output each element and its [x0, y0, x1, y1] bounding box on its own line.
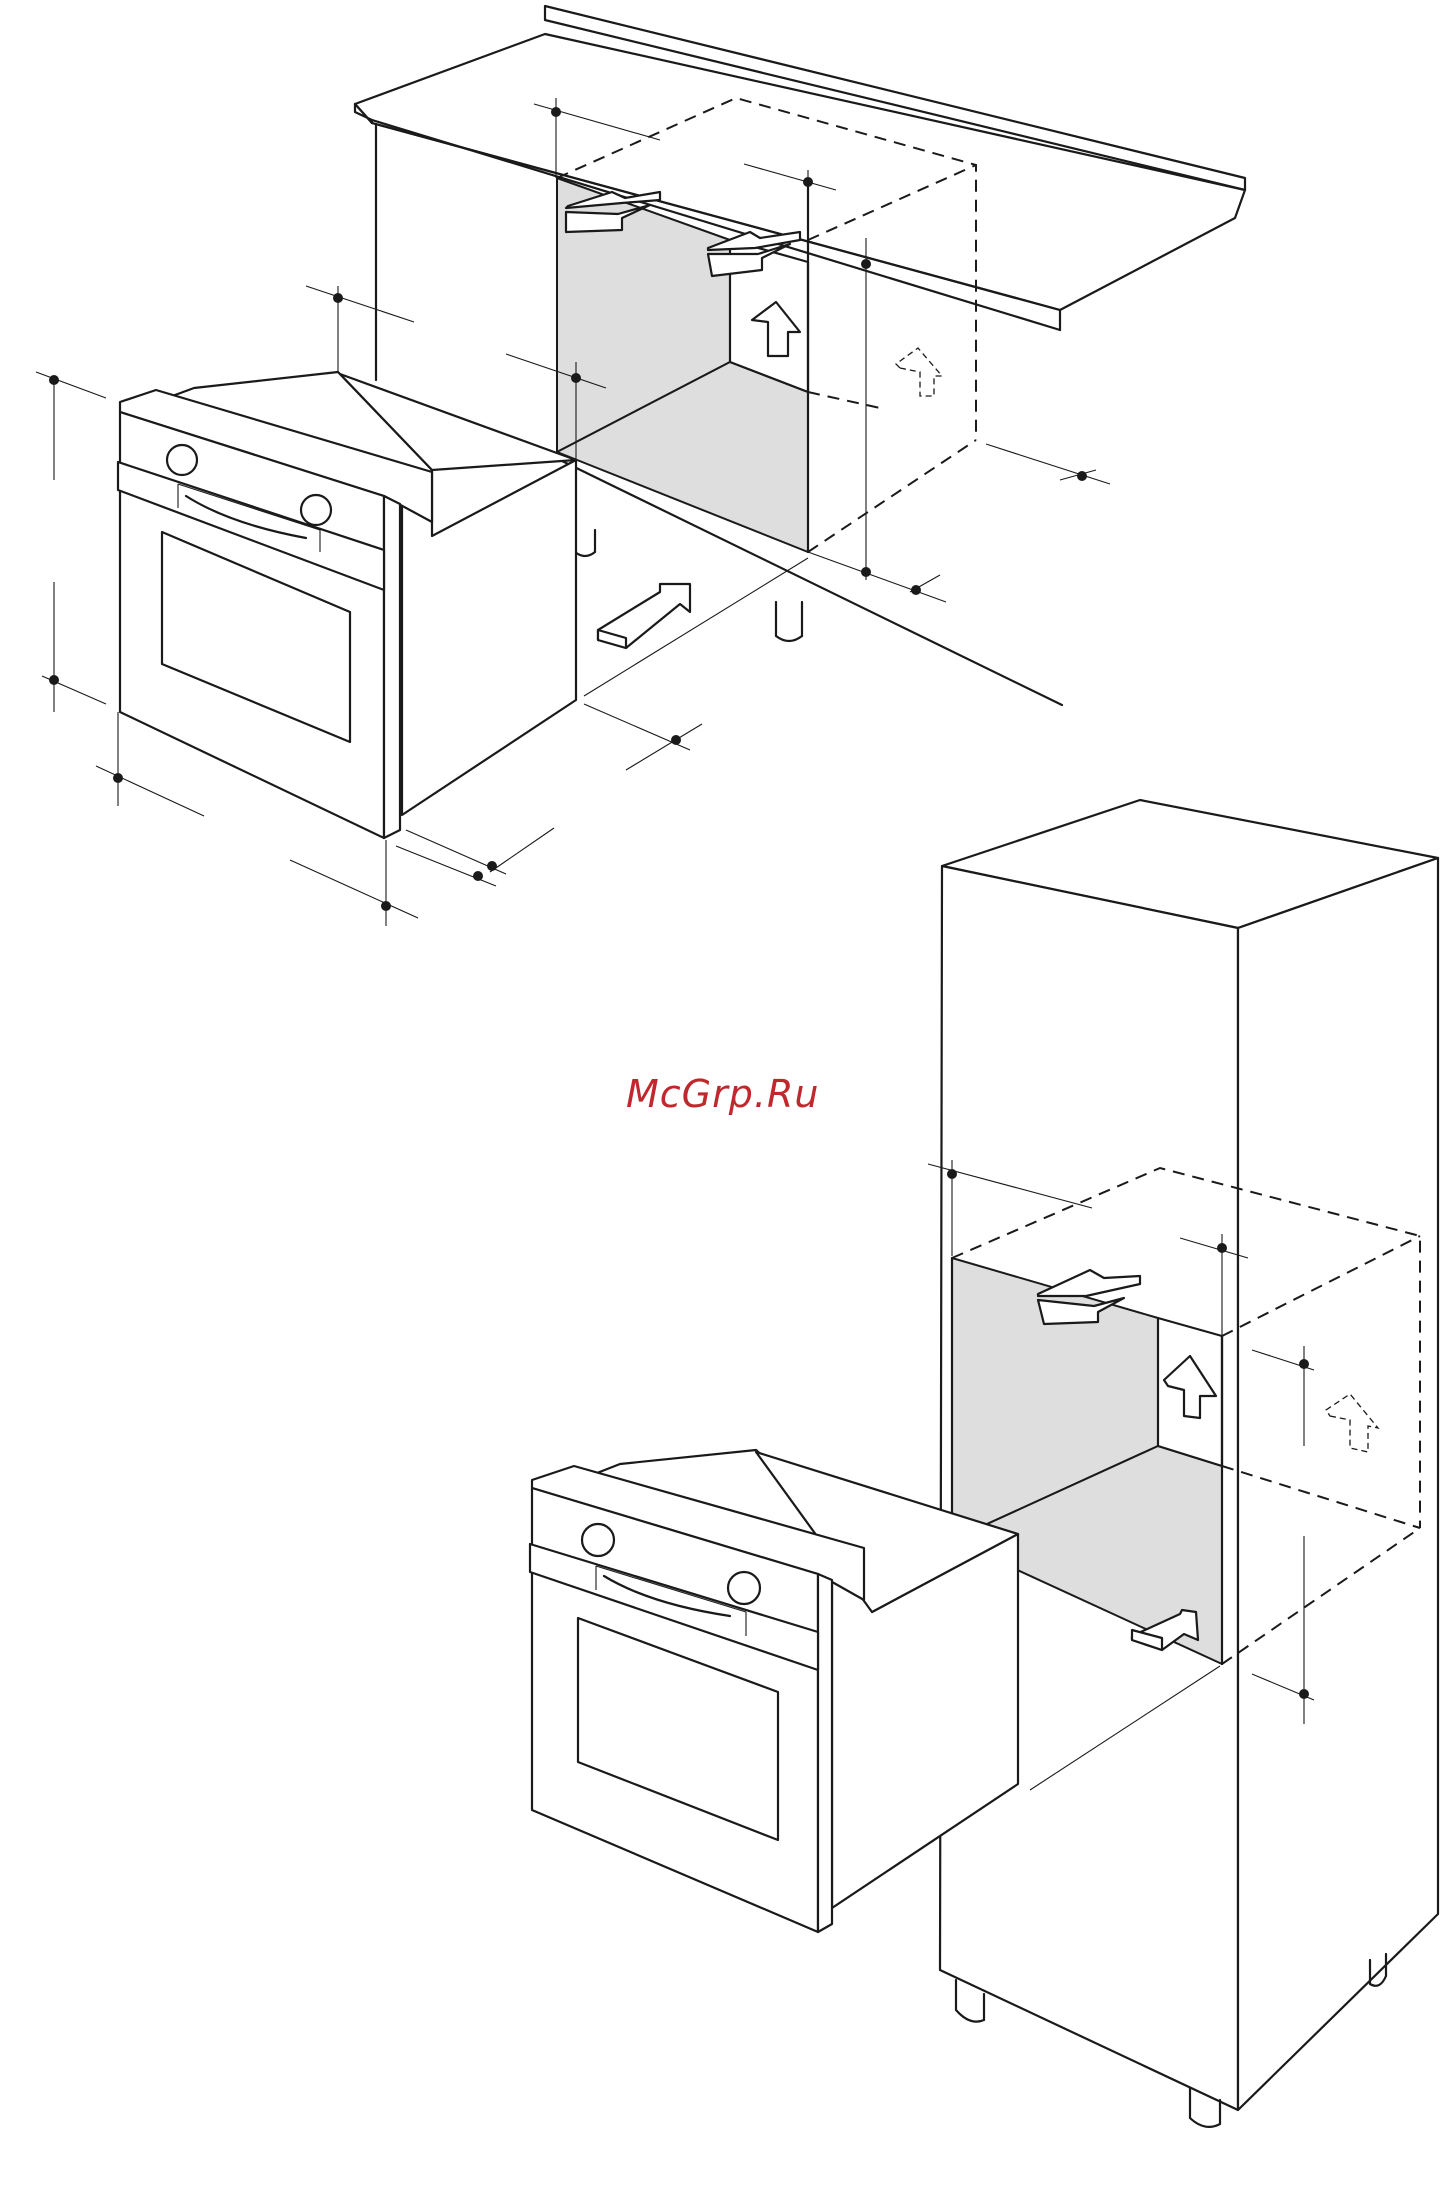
under-counter-installation [36, 6, 1245, 926]
tall-column-installation [530, 800, 1438, 2127]
watermark-text: McGrp.Ru [626, 1072, 819, 1116]
slide-in-arrow-icon [598, 584, 690, 648]
oven-1 [118, 372, 576, 838]
mount-arrow-up-dashed-icon [896, 348, 942, 396]
